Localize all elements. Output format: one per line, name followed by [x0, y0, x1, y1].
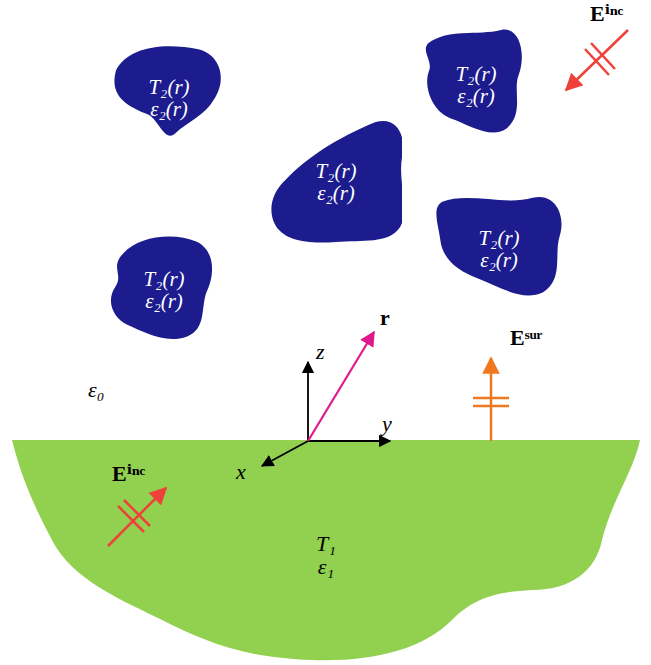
temperature-label: T₂(r): [455, 63, 496, 85]
shape-fill: [271, 121, 402, 243]
particle-blob: T₂(r)ε₂(r): [270, 120, 402, 244]
surface-wave-arrow: [473, 358, 509, 441]
substrate-region: T₁ε₁: [12, 440, 640, 662]
coordinate-axes: [262, 332, 390, 466]
text-column: T₂(r)ε₂(r): [108, 42, 230, 154]
permittivity-label: ε₂(r): [480, 249, 518, 271]
axis-label: y: [382, 412, 392, 436]
particle-blob: T₂(r)ε₂(r): [436, 190, 562, 308]
text-column: T₂(r)ε₂(r): [106, 232, 222, 348]
position-vector-label: r: [380, 306, 390, 330]
particle-blob: T₂(r)ε₂(r): [108, 42, 230, 154]
permittivity-label: ε₂(r): [457, 85, 495, 107]
particle-blob: T₂(r)ε₂(r): [418, 26, 534, 144]
text-column: T₁ε₁: [12, 440, 640, 578]
wave-label: Eⁱⁿᶜ: [112, 462, 145, 486]
temperature-label: T₂(r): [315, 160, 356, 182]
permittivity-label: ε₂(r): [317, 182, 355, 204]
text-column: T₂(r)ε₂(r): [270, 120, 402, 244]
medium-label: ε₀: [88, 378, 104, 402]
permittivity-label: ε₂(r): [150, 98, 188, 120]
particle-blob: T₂(r)ε₂(r): [106, 232, 222, 348]
shape-fill: [436, 197, 561, 296]
axis-label: x: [236, 460, 246, 484]
temperature-label: T₁: [316, 532, 336, 555]
shape-fill: [114, 46, 220, 136]
incident-wave-arrow: [566, 30, 628, 90]
permittivity-label: ε₂(r): [145, 290, 183, 312]
temperature-label: T₂(r): [143, 268, 184, 290]
temperature-label: T₂(r): [148, 76, 189, 98]
text-column: T₂(r)ε₂(r): [418, 26, 534, 144]
shape-fill: [111, 236, 212, 338]
text-column: T₂(r)ε₂(r): [436, 190, 562, 308]
shape-fill: [12, 440, 640, 660]
temperature-label: T₂(r): [478, 227, 519, 249]
incident-wave-arrow: [108, 488, 166, 546]
axis-label: z: [316, 340, 325, 364]
wave-label: Eˢᵘʳ: [510, 326, 542, 350]
permittivity-label: ε₁: [318, 555, 334, 578]
wave-label: Eⁱⁿᶜ: [590, 2, 623, 26]
shape-fill: [426, 30, 522, 133]
